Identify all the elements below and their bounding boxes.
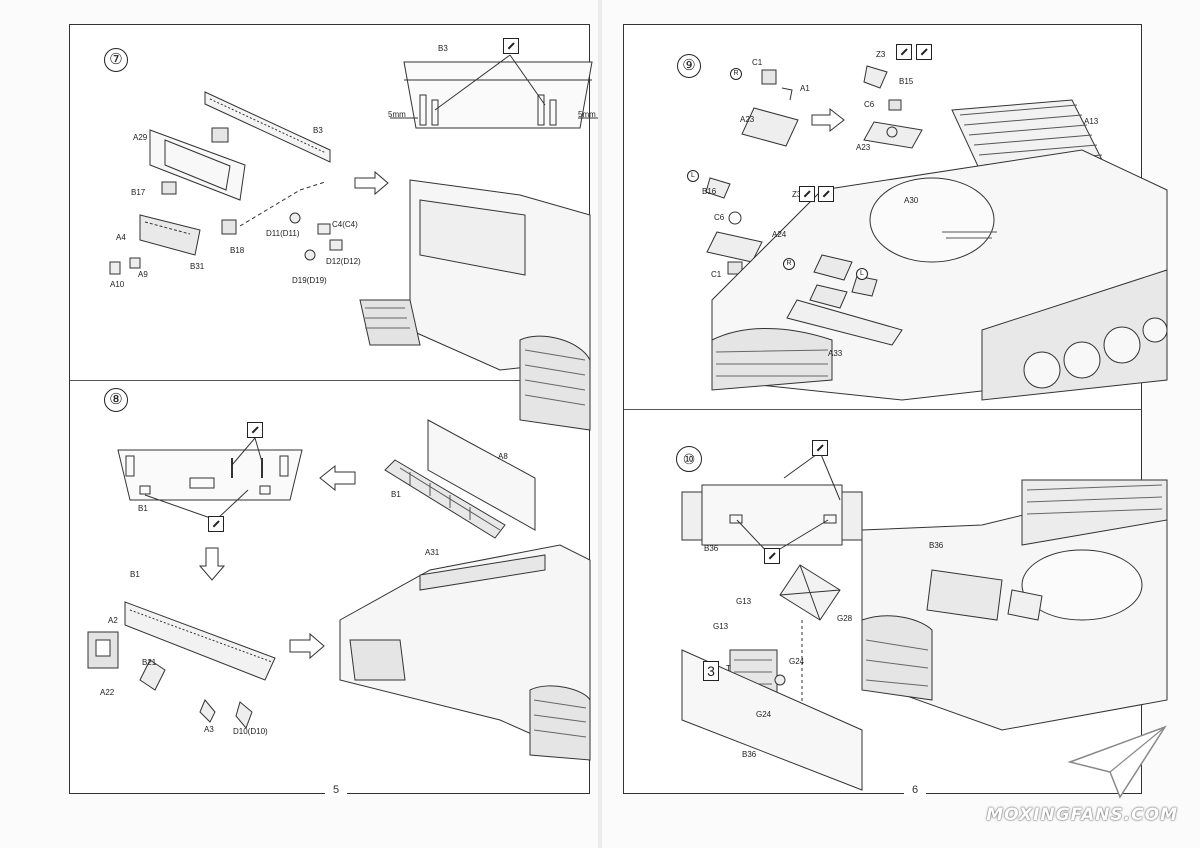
step-9-number: ⑨ <box>677 54 701 78</box>
part-label: B36 <box>929 541 944 550</box>
part-label: A1 <box>800 84 810 93</box>
left-page: 5 <box>0 0 598 848</box>
glue-icon <box>818 186 834 202</box>
part-label: B1 <box>130 570 140 579</box>
part-label: B17 <box>131 188 146 197</box>
part-label: Z3 <box>792 190 802 199</box>
part-label: A23 <box>740 115 755 124</box>
part-label: C6 <box>714 213 725 222</box>
step9-illustration <box>705 65 1168 401</box>
part-label: A9 <box>138 270 148 279</box>
part-label: A4 <box>116 233 126 242</box>
right-side-badge: R <box>783 258 795 270</box>
page-number: 6 <box>904 784 927 796</box>
part-label: D19(D19) <box>292 276 327 285</box>
part-label: C6 <box>864 100 875 109</box>
step-divider <box>70 380 589 381</box>
part-label: A2 <box>108 616 118 625</box>
part-label: G24 <box>789 657 805 666</box>
watermark-text: MOXINGFANS.COM <box>986 805 1178 825</box>
part-label: B31 <box>190 262 205 271</box>
substep-label: T <box>726 664 731 673</box>
measure-left: 5mm <box>388 110 406 119</box>
part-label: A33 <box>828 349 843 358</box>
glue-icon <box>764 548 780 564</box>
part-label: B21 <box>142 658 157 667</box>
measure-right: 5mm <box>578 110 596 119</box>
glue-icon <box>247 422 263 438</box>
part-label: C1 <box>752 58 763 67</box>
part-label: C1 <box>711 270 722 279</box>
part-label: G24 <box>756 710 772 719</box>
part-label: A30 <box>904 196 919 205</box>
paper-plane-logo <box>1067 725 1167 799</box>
part-label: D11(D11) <box>266 229 300 238</box>
glue-icon <box>812 440 828 456</box>
right-side-badge: R <box>730 68 742 80</box>
part-label: D12(D12) <box>326 257 361 266</box>
part-label: B3 <box>313 126 323 135</box>
part-label: G28 <box>837 614 853 623</box>
part-label: Z3 <box>876 50 886 59</box>
step-8-number: ⑧ <box>104 388 128 412</box>
substep-3-box: 3 <box>703 661 719 681</box>
part-label: D10(D10) <box>233 727 268 736</box>
step7-illustration <box>109 54 598 431</box>
right-page: 6 <box>602 0 1200 848</box>
glue-icon <box>503 38 519 54</box>
cut-icon <box>799 186 815 202</box>
part-label: A13 <box>1084 117 1099 126</box>
part-label: A3 <box>204 725 214 734</box>
part-label: A8 <box>498 452 508 461</box>
part-label: G13 <box>713 622 729 631</box>
part-label: A31 <box>425 548 440 557</box>
part-label: B36 <box>742 750 757 759</box>
part-label: B1 <box>391 490 401 499</box>
left-side-badge: L <box>687 170 699 182</box>
part-label: B18 <box>230 246 245 255</box>
detail-part-label: B3 <box>438 44 448 53</box>
step-10-number: ⑩ <box>676 446 702 472</box>
part-label: A22 <box>100 688 115 697</box>
part-label: C4(C4) <box>332 220 358 229</box>
part-label: B15 <box>899 77 914 86</box>
part-label: G13 <box>736 597 752 606</box>
part-label: B16 <box>702 187 717 196</box>
part-label: A29 <box>133 133 148 142</box>
step-7-number: ⑦ <box>104 48 128 72</box>
part-label: A10 <box>110 280 125 289</box>
step8-illustration <box>87 419 591 761</box>
part-label: A23 <box>856 143 871 152</box>
step-divider <box>624 409 1141 410</box>
part-label: B1 <box>138 504 148 513</box>
cut-icon <box>896 44 912 60</box>
left-side-badge: L <box>856 268 868 280</box>
part-label: B36 <box>704 544 719 553</box>
glue-icon <box>208 516 224 532</box>
glue-icon <box>916 44 932 60</box>
page-number: 5 <box>325 784 348 796</box>
step10-illustration <box>681 451 1168 791</box>
part-label: A24 <box>772 230 787 239</box>
